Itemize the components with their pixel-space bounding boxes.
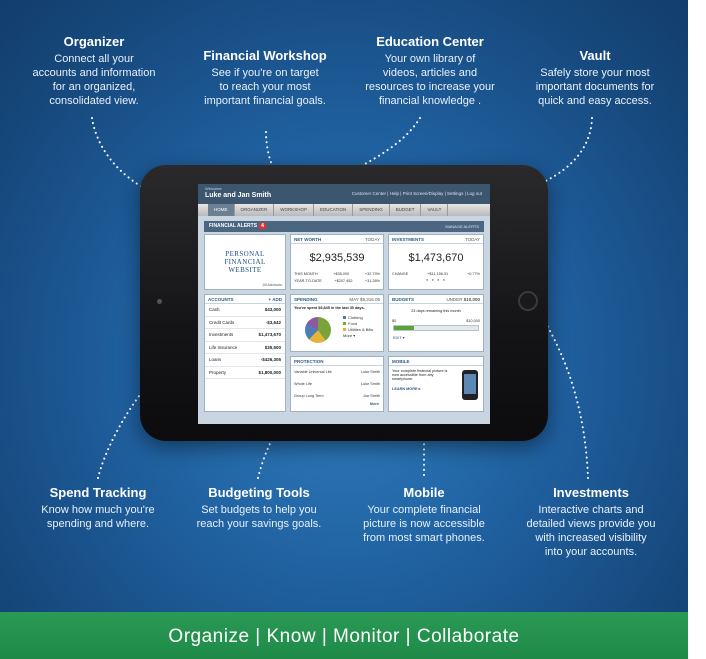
account-row[interactable]: Life Insurance$35,500 [205, 342, 285, 354]
tab-organizer[interactable]: ORGANIZER [235, 204, 275, 216]
account-row[interactable]: Property$1,800,000 [205, 367, 285, 379]
mobile-card[interactable]: MOBILE Your complete financial picture i… [388, 356, 484, 412]
tagline-text: Organize | Know | Monitor | Collaborate [168, 626, 520, 647]
net-worth-value: $2,935,539 [309, 252, 365, 264]
feature-title: Organizer [63, 34, 125, 49]
spending-summary: You've spent $9,845 in the last 30 days. [294, 306, 365, 310]
tab-workshop[interactable]: WORKSHOP [274, 204, 315, 216]
mobile-text: Your complete financial picture is now a… [392, 369, 448, 381]
account-row[interactable]: Investments$1,473,670 [205, 329, 285, 342]
budget-remaining: 23 days remaining this month [411, 309, 461, 313]
account-row[interactable]: Cash$43,000 [205, 304, 285, 317]
feature-title: Investments [553, 485, 629, 500]
page-margin [688, 0, 706, 659]
tab-budget[interactable]: BUDGET [390, 204, 422, 216]
spending-pie-chart[interactable] [305, 317, 331, 343]
account-row[interactable]: Credit Cards-$3,642 [205, 317, 285, 329]
feature-title: Vault [579, 48, 611, 63]
screen-header: Welcome Luke and Jan Smith Customer Cent… [198, 184, 490, 204]
spending-legend: Clothing Food Utilities & Bills More ▾ [343, 315, 374, 338]
protection-more-link[interactable]: More [369, 402, 379, 406]
feature-title: Spend Tracking [49, 485, 147, 500]
feature-title: Mobile [403, 485, 445, 500]
tablet-screen: Welcome Luke and Jan Smith Customer Cent… [198, 184, 490, 424]
spending-more-link[interactable]: More ▾ [343, 333, 356, 338]
accounts-header: ACCOUNTS+ ADD [205, 295, 285, 304]
budget-edit-link[interactable]: EDIT ▾ [393, 336, 405, 340]
budget-progress-bar [393, 325, 479, 331]
home-button-icon [518, 291, 538, 311]
welcome-text: Welcome [205, 186, 222, 191]
add-account-button[interactable]: + ADD [268, 297, 282, 302]
tablet-device: Welcome Luke and Jan Smith Customer Cent… [140, 165, 548, 441]
net-worth-row: YEAR-TO-DATE+$207,452+31.28% [294, 278, 380, 283]
header-links[interactable]: Customer Center | Help | Print Screen/Di… [351, 191, 482, 196]
feature-title: Financial Workshop [203, 48, 327, 63]
mobile-learn-more-link[interactable]: LEARN MORE ▸ [392, 387, 421, 391]
tab-vault[interactable]: VAULT [421, 204, 449, 216]
screen-nav: HOME ORGANIZER WORKSHOP EDUCATION SPENDI… [198, 204, 490, 216]
user-name: Luke and Jan Smith [205, 192, 272, 199]
accounts-card: ACCOUNTS+ ADD Cash$43,000 Credit Cards-$… [204, 294, 286, 412]
tab-education[interactable]: EDUCATION [314, 204, 354, 216]
investments-change-row: CHANGE+$11,156.31+0.77% [392, 271, 480, 276]
net-worth-row: THIS MONTH+$35,000+32.73% [294, 271, 380, 276]
account-row[interactable]: Loans-$426,305 [205, 354, 285, 367]
alerts-count-badge: 4 [259, 223, 266, 229]
tab-home[interactable]: HOME [208, 204, 235, 216]
feature-title: Education Center [376, 34, 484, 49]
carousel-dots[interactable]: ● ● ● ● [426, 277, 446, 282]
manage-alerts-link[interactable]: MANAGE ALERTS [445, 224, 479, 229]
camera-icon [157, 299, 162, 304]
smartphone-icon [462, 370, 478, 400]
investments-value: $1,473,670 [408, 252, 464, 264]
protection-header: PROTECTION [291, 357, 383, 366]
budget-range: $0$10,000 [392, 318, 480, 323]
tagline-bar: Organize | Know | Monitor | Collaborate [0, 612, 688, 659]
budget-progress-fill [394, 326, 415, 330]
tab-spending[interactable]: SPENDING [353, 204, 390, 216]
advisor-link[interactable]: Jill Advisors [262, 283, 282, 287]
feature-title: Budgeting Tools [208, 485, 310, 500]
feature-financial-workshop: Financial Workshop See if you're on targ… [190, 48, 340, 108]
mobile-header: MOBILE [389, 357, 483, 366]
